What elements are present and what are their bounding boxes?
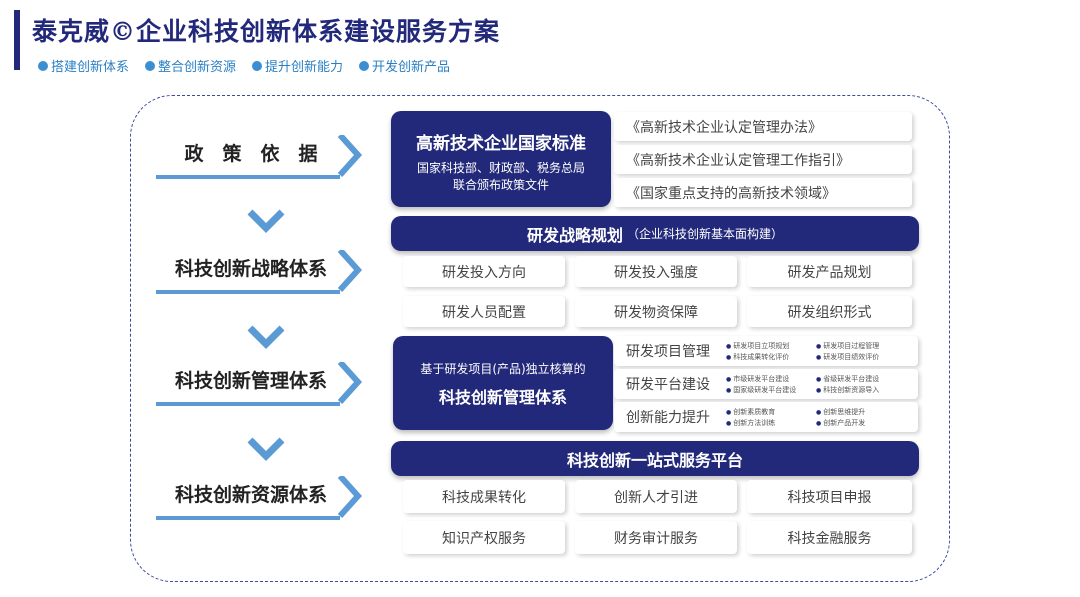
tag-item: 开发创新产品 xyxy=(359,56,450,75)
strategy-item: 研发物资保障 xyxy=(575,296,737,327)
management-row: 研发项目管理 研发项目立项规划 研发项目过程管理 科技成果转化评价 研发项目绩效… xyxy=(614,336,918,366)
policy-desc: 国家科技部、财政部、税务总局 xyxy=(416,161,585,175)
tag-item: 整合创新资源 xyxy=(145,56,236,75)
management-row-name: 研发项目管理 xyxy=(626,344,710,360)
chevron-down-icon xyxy=(247,325,285,349)
resources-bar: 科技创新一站式服务平台 xyxy=(391,441,919,476)
title-accent-bar xyxy=(14,10,20,70)
management-subitem: 创新思维提升 xyxy=(816,407,906,417)
management-subitems: 创新素质教育 创新思维提升 创新方法训练 创新产品开发 xyxy=(726,407,906,428)
policy-desc: 联合颁布政策文件 xyxy=(452,178,549,192)
strategy-subheading: （企业科技创新基本面构建） xyxy=(627,227,784,241)
strategy-item: 研发组织形式 xyxy=(747,296,912,327)
management-intro: 基于研发项目(产品)独立核算的 xyxy=(420,362,586,376)
policy-doc: 《高新技术企业认定管理工作指引》 xyxy=(614,145,912,174)
right-arrow-icon xyxy=(156,135,363,179)
label-text: 科技创新资源体系 xyxy=(174,484,327,506)
label-resources: 科技创新资源体系 xyxy=(150,476,372,520)
management-row: 创新能力提升 创新素质教育 创新思维提升 创新方法训练 创新产品开发 xyxy=(614,402,918,432)
bullet-icon xyxy=(252,60,263,71)
resources-item: 科技金融服务 xyxy=(747,521,912,554)
strategy-heading: 研发战略规划 xyxy=(526,225,623,245)
right-arrow-icon xyxy=(156,476,363,520)
management-subitem: 市级研发平台建设 xyxy=(726,374,816,384)
resources-item: 知识产权服务 xyxy=(403,521,565,554)
resources-heading: 科技创新一站式服务平台 xyxy=(566,450,743,470)
strategy-item: 研发人员配置 xyxy=(403,296,565,327)
tag-item: 提升创新能力 xyxy=(252,56,343,75)
bullet-icon xyxy=(38,60,48,71)
management-row-name: 研发平台建设 xyxy=(626,377,710,393)
resources-item: 财务审计服务 xyxy=(575,521,737,554)
bullet-icon xyxy=(145,60,156,71)
policy-card: 高新技术企业国家标准 国家科技部、财政部、税务总局 联合颁布政策文件 xyxy=(391,111,611,207)
right-arrow-icon xyxy=(156,362,363,406)
policy-heading: 高新技术企业国家标准 xyxy=(416,134,586,154)
policy-doc: 《高新技术企业认定管理办法》 xyxy=(614,112,912,141)
strategy-item: 研发投入方向 xyxy=(403,256,565,287)
label-text: 科技创新战略体系 xyxy=(174,258,327,280)
strategy-item: 研发投入强度 xyxy=(575,256,737,287)
resources-item: 科技项目申报 xyxy=(747,480,912,513)
diagram-frame xyxy=(130,95,950,582)
management-subitem: 创新素质教育 xyxy=(726,407,816,417)
management-subitem: 研发项目立项规划 xyxy=(726,341,816,351)
tag-list: 搭建创新体系 整合创新资源 提升创新能力 开发创新产品 xyxy=(38,56,450,75)
policy-doc: 《国家重点支持的高新技术领域》 xyxy=(614,178,912,207)
management-subitem: 研发项目过程管理 xyxy=(816,341,906,351)
label-policy: 政 策 依 据 xyxy=(150,135,372,179)
management-row: 研发平台建设 市级研发平台建设 省级研发平台建设 国家级研发平台建设 科技创新资… xyxy=(614,369,918,399)
label-text: 科技创新管理体系 xyxy=(174,370,327,392)
management-subitem: 研发项目绩效评价 xyxy=(816,352,906,362)
management-card: 基于研发项目(产品)独立核算的 科技创新管理体系 xyxy=(393,336,613,430)
page-title: 泰克威©企业科技创新体系建设服务方案 xyxy=(32,17,501,46)
management-row-name: 创新能力提升 xyxy=(626,410,710,426)
management-subitem: 科技创新资源导入 xyxy=(816,385,906,395)
management-heading: 科技创新管理体系 xyxy=(438,388,567,407)
management-subitem: 国家级研发平台建设 xyxy=(726,385,816,395)
label-text: 政 策 依 据 xyxy=(184,143,318,165)
resources-item: 创新人才引进 xyxy=(575,480,737,513)
chevron-down-icon xyxy=(247,209,285,233)
label-strategy: 科技创新战略体系 xyxy=(150,250,372,294)
resources-item: 科技成果转化 xyxy=(403,480,565,513)
right-arrow-icon xyxy=(156,250,363,294)
bullet-icon xyxy=(359,60,370,71)
label-management: 科技创新管理体系 xyxy=(150,362,372,406)
strategy-item: 研发产品规划 xyxy=(747,256,912,287)
management-subitems: 研发项目立项规划 研发项目过程管理 科技成果转化评价 研发项目绩效评价 xyxy=(726,341,906,362)
management-subitems: 市级研发平台建设 省级研发平台建设 国家级研发平台建设 科技创新资源导入 xyxy=(726,374,906,395)
management-subitem: 省级研发平台建设 xyxy=(816,374,906,384)
management-subitem: 创新产品开发 xyxy=(816,418,906,428)
tag-item: 搭建创新体系 xyxy=(38,56,129,75)
chevron-down-icon xyxy=(247,437,285,461)
management-subitem: 创新方法训练 xyxy=(726,418,816,428)
strategy-bar: 研发战略规划 （企业科技创新基本面构建） xyxy=(391,216,919,251)
management-subitem: 科技成果转化评价 xyxy=(726,352,816,362)
